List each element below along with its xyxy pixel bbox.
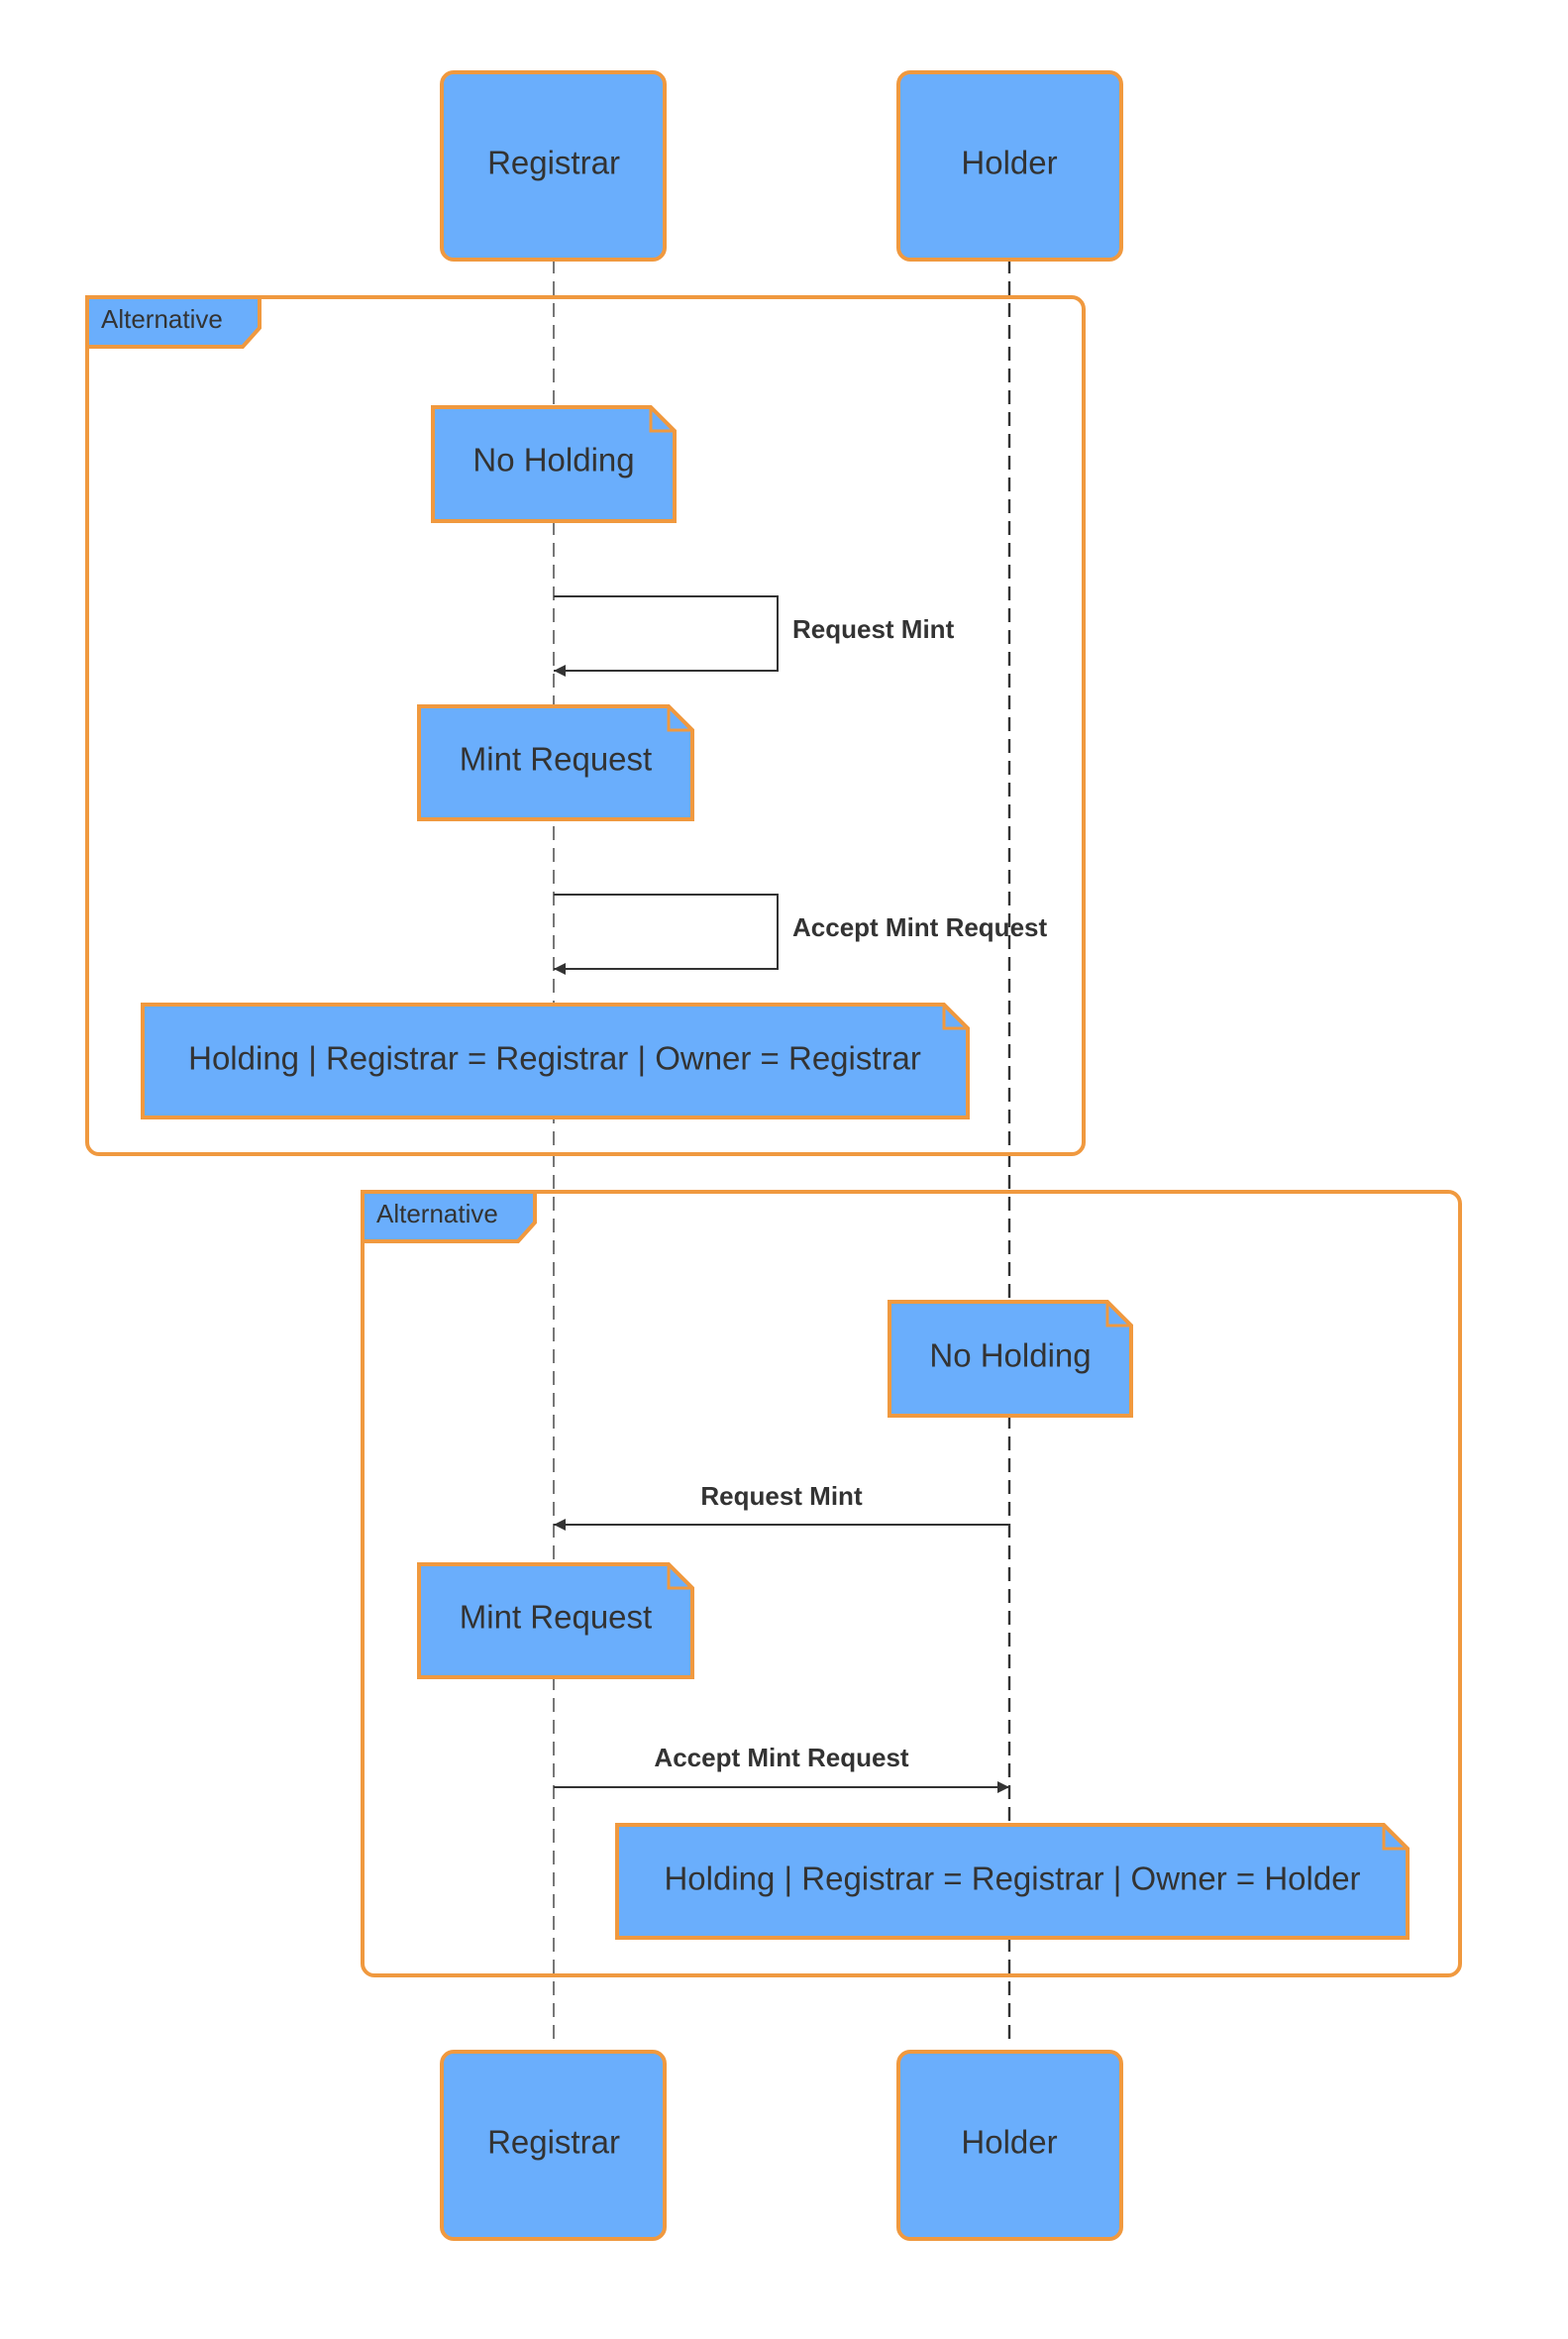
message-accept-mint-request-2: Accept Mint Request [554, 1743, 1009, 1793]
note-no-holding-1[interactable]: No Holding [431, 405, 677, 523]
note-label: Holding | Registrar = Registrar | Owner … [188, 1040, 921, 1077]
message-label: Accept Mint Request [654, 1743, 908, 1772]
frame-tag-box [361, 1190, 537, 1243]
participant-label: Registrar [487, 145, 620, 181]
note-label: No Holding [472, 442, 634, 478]
participant-label: Registrar [487, 2124, 620, 2161]
message-accept-mint-request-1: Accept Mint Request [554, 894, 1047, 975]
note-label: Mint Request [460, 1599, 652, 1636]
message-label: Request Mint [700, 1481, 863, 1511]
participant-registrar-top[interactable]: Registrar [440, 70, 667, 262]
frame-tag-label: Alternative [101, 304, 223, 334]
note-mint-request-1[interactable]: Mint Request [417, 704, 694, 821]
note-label: No Holding [929, 1337, 1091, 1374]
note-label: Mint Request [460, 741, 652, 778]
frame-tag-box [85, 295, 261, 349]
message-request-mint-2: Request Mint [554, 1481, 1009, 1531]
participant-label: Holder [961, 145, 1057, 181]
note-label: Holding | Registrar = Registrar | Owner … [664, 1861, 1360, 1897]
message-label: Request Mint [792, 614, 955, 644]
participant-label: Holder [961, 2124, 1057, 2161]
note-mint-request-2[interactable]: Mint Request [417, 1562, 694, 1679]
note-holding-1[interactable]: Holding | Registrar = Registrar | Owner … [141, 1003, 970, 1119]
alternative-frame-1: Alternative [85, 295, 1086, 1156]
note-holding-2[interactable]: Holding | Registrar = Registrar | Owner … [615, 1823, 1410, 1940]
participant-holder-bottom[interactable]: Holder [896, 2050, 1123, 2241]
participant-registrar-bottom[interactable]: Registrar [440, 2050, 667, 2241]
message-request-mint-1: Request Mint [554, 595, 955, 677]
frame-tag-label: Alternative [376, 1199, 498, 1228]
note-no-holding-2[interactable]: No Holding [888, 1300, 1133, 1418]
alternative-frame-2: Alternative [361, 1190, 1462, 1977]
message-label: Accept Mint Request [792, 912, 1047, 942]
participant-holder-top[interactable]: Holder [896, 70, 1123, 262]
